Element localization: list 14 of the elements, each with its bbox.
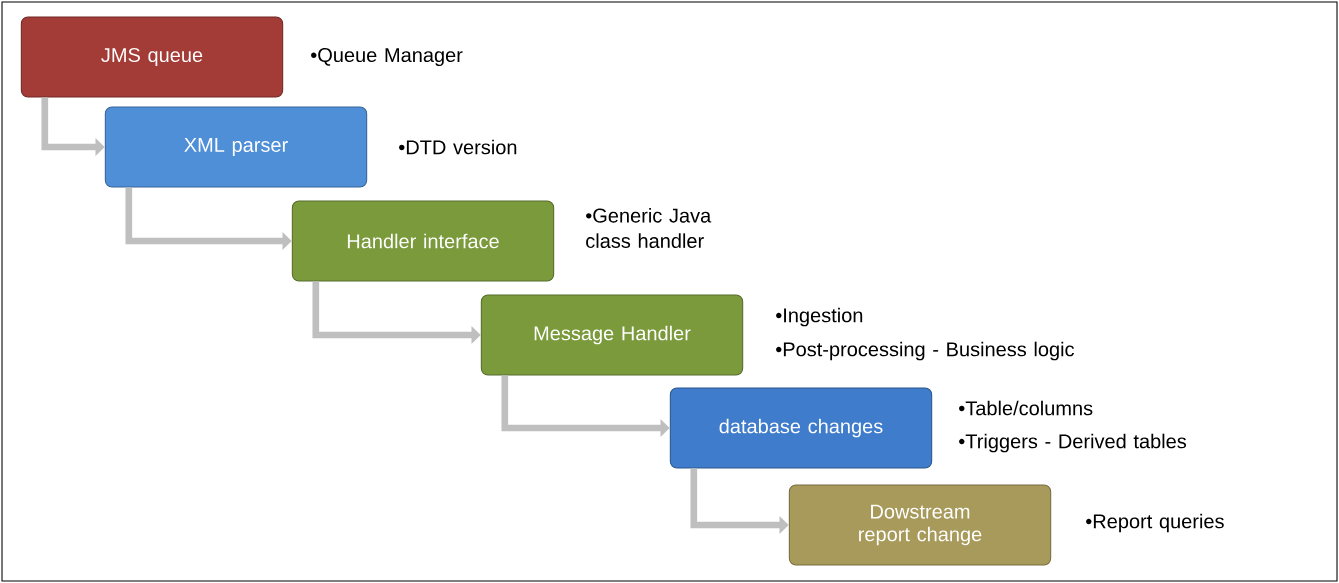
process-box: database changes [669,387,933,469]
bullet-text: •Generic Java class handler [586,208,712,248]
bullet-text: •Queue Manager [311,47,463,67]
bullet-text: •Ingestion [776,307,863,327]
process-box: Message Handler [480,294,744,376]
process-box: JMS queue [20,16,284,98]
bullet-text: •Report queries [1086,513,1224,533]
process-box: Dowstream report change [788,484,1052,566]
process-box: Handler interface [291,200,555,282]
bullet-text: •Table/columns [959,400,1093,416]
bullet-text: •Triggers - Derived tables [959,433,1187,453]
bullet-text: •Post-processing - Business logic [776,341,1075,361]
bullet-text: •DTD version [399,139,517,155]
process-box: XML parser [104,106,368,188]
